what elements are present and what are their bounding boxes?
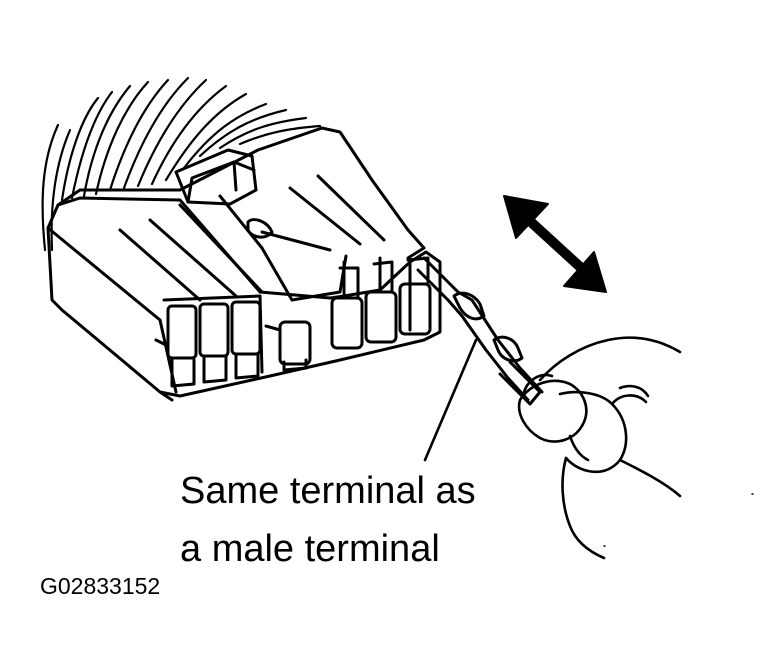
wire-bundle	[41, 76, 322, 252]
callout-line-1: Same terminal as	[180, 470, 476, 512]
callout-leader-line	[423, 338, 478, 462]
callout-line-2: a male terminal	[180, 528, 440, 570]
terminal-pin	[416, 256, 544, 406]
connector-housing	[46, 126, 442, 402]
callout-label: Same terminal as a male terminal	[180, 462, 476, 578]
hand-illustration	[517, 336, 682, 560]
scan-specks	[603, 493, 754, 547]
figure-id-label: G02833152	[40, 573, 161, 599]
double-arrow-icon	[503, 195, 607, 293]
